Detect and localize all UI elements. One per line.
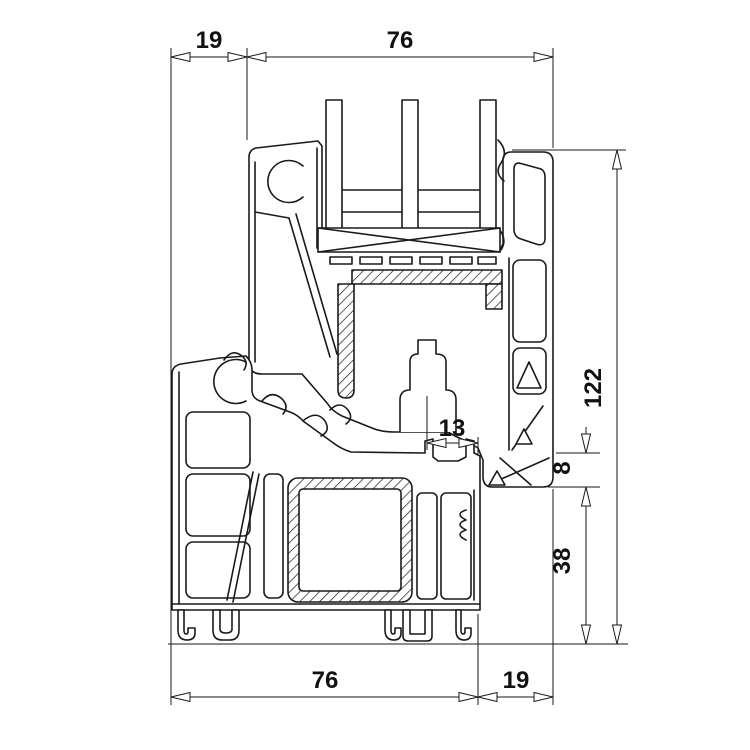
frame-profile bbox=[171, 352, 481, 642]
glass-pane-1 bbox=[325, 99, 343, 232]
gasket-curl-frame-2 bbox=[303, 414, 329, 437]
chamber-triangle-mark-2 bbox=[515, 428, 533, 445]
clip-zigzag bbox=[459, 509, 467, 541]
dim-label-13: 13 bbox=[439, 415, 466, 442]
gasket-curl-frame-3 bbox=[223, 352, 247, 371]
triple-glazing bbox=[317, 99, 501, 265]
glass-pane-2 bbox=[401, 99, 419, 232]
gasket-curl-frame-1 bbox=[261, 393, 287, 415]
glazing-block-cross bbox=[317, 227, 501, 253]
glazing-dashes bbox=[329, 256, 497, 265]
flap-triangle bbox=[488, 470, 506, 486]
dim-label-top-19: 19 bbox=[196, 27, 223, 54]
frame-chamber-2 bbox=[185, 473, 251, 537]
dimension-arrowheads bbox=[170, 51, 623, 703]
frame-chamber-1 bbox=[185, 411, 251, 469]
dim-label-38: 38 bbox=[549, 548, 576, 575]
chamber-triangle-mark bbox=[516, 361, 542, 389]
glass-pane-3 bbox=[479, 99, 497, 232]
frame-chamber-3 bbox=[185, 541, 251, 599]
dim-label-bottom-76: 76 bbox=[312, 667, 339, 694]
sash-diagonal-wall-2 bbox=[288, 217, 331, 358]
glazing-bead-arc-chamber bbox=[267, 159, 304, 204]
sash-hardware-groove bbox=[399, 339, 457, 433]
flap-diagonal-2 bbox=[499, 457, 532, 486]
frame-chamber-r1 bbox=[416, 492, 438, 600]
sash-steel-reinforcement bbox=[337, 269, 503, 399]
frame-steel-inner bbox=[298, 488, 402, 592]
dimension-annotations: 19 76 76 19 13 122 8 38 bbox=[168, 27, 628, 705]
frame-arc-chamber bbox=[213, 358, 247, 405]
frame-diagonal-wall bbox=[226, 471, 260, 603]
gasket-curl-right-top bbox=[497, 139, 506, 182]
dim-label-8: 8 bbox=[549, 461, 576, 474]
gasket-sash-bottom bbox=[329, 404, 352, 425]
sash-chamber-top-right bbox=[513, 162, 546, 246]
sash-profile bbox=[248, 139, 554, 488]
sash-wall-link bbox=[254, 211, 290, 219]
frame-chamber-center bbox=[263, 473, 284, 599]
sash-diagonal-wall bbox=[295, 213, 338, 355]
dim-label-top-76: 76 bbox=[387, 27, 414, 54]
frame-feet bbox=[177, 609, 472, 642]
dim-label-122: 122 bbox=[580, 368, 607, 408]
frame-chamber-r2 bbox=[440, 492, 472, 600]
sash-chamber-mid bbox=[512, 259, 547, 343]
dim-label-bottom-19: 19 bbox=[503, 667, 530, 694]
profile-drawing bbox=[171, 99, 554, 642]
